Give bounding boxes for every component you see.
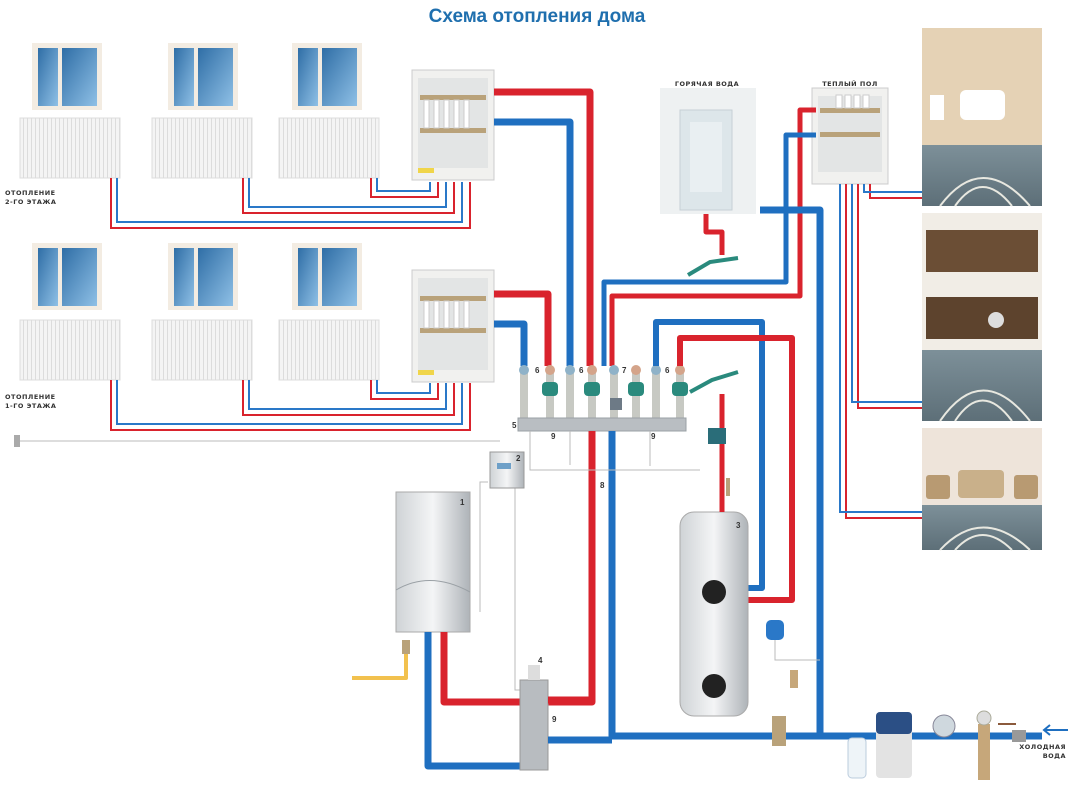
manifold-valve-handle-icon — [689, 370, 739, 394]
hot-water-storage-tank — [679, 511, 749, 717]
floor-2-radiators — [19, 117, 380, 179]
label-8: 8 — [600, 481, 605, 490]
boiler-supply-pipe — [440, 632, 524, 706]
gas-boiler — [395, 491, 471, 633]
floor-heating-return-pipe — [601, 132, 816, 366]
floor-1-pipes — [110, 380, 471, 431]
shower-hot-pipe — [703, 214, 725, 255]
water-meter-icon — [932, 714, 956, 738]
outdoor-sensor-icon — [14, 435, 20, 447]
water-softener-icon — [876, 712, 912, 778]
mixing-valve-icon — [610, 398, 622, 410]
window-icon — [168, 243, 238, 310]
pump-group — [519, 365, 688, 420]
floor-1-label-line1: ОТОПЛЕНИЕ — [5, 393, 56, 401]
main-supply-riser — [524, 431, 596, 706]
recirculation-pump-icon — [708, 428, 726, 444]
tank-valve-icon — [726, 478, 730, 496]
floor-1-windows — [32, 243, 362, 310]
label-9a: 9 — [551, 432, 556, 441]
radiator-icon — [151, 319, 253, 381]
safety-valve-icon — [790, 670, 798, 688]
room-image-living-room — [922, 428, 1042, 551]
label-1: 1 — [460, 498, 465, 507]
floor-1-return-pipe — [494, 320, 528, 366]
expansion-vessel-line — [774, 640, 820, 661]
expansion-vessel-icon — [766, 620, 784, 640]
label-6c: 6 — [665, 366, 670, 375]
radiator-icon — [19, 117, 121, 179]
radiator-icon — [278, 117, 380, 179]
floor-1-label-line2: 1-ГО ЭТАЖА — [5, 402, 56, 410]
label-9c: 9 — [552, 715, 557, 724]
room-image-bathroom — [922, 28, 1042, 207]
floor-2-return-pipe — [494, 118, 574, 366]
radiator-icon — [19, 319, 121, 381]
floor-2-windows — [32, 43, 362, 110]
window-icon — [32, 43, 102, 110]
ball-valve-icon[interactable] — [998, 723, 1026, 742]
flow-arrow-icon — [1042, 724, 1068, 736]
floor-1-manifold-cabinet — [411, 269, 495, 383]
cold-water-label-line2: ВОДА — [1043, 752, 1066, 760]
shower-cabin-image — [660, 88, 756, 214]
window-icon — [168, 43, 238, 110]
floor-2-label-line2: 2-ГО ЭТАЖА — [5, 198, 56, 206]
room-image-kitchen — [922, 213, 1042, 422]
shower-valve-icon — [686, 256, 739, 277]
gas-supply-pipe — [352, 640, 408, 680]
floor-1-radiators — [19, 319, 380, 381]
radiator-icon — [278, 319, 380, 381]
floor-heating-room-pipes — [839, 184, 922, 519]
gas-valve-icon — [402, 640, 410, 654]
floor-1-supply-pipe — [494, 290, 552, 366]
cold-water-label-line1: ХОЛОДНАЯ — [1019, 743, 1066, 751]
label-6a: 6 — [535, 366, 540, 375]
floor-heating-label: ТЕПЛЫЙ ПОЛ — [822, 79, 878, 88]
label-5: 5 — [512, 421, 517, 430]
diagram-title: Схема отопления дома — [429, 6, 646, 27]
floor-2-label-line1: ОТОПЛЕНИЕ — [5, 189, 56, 197]
coarse-filter-icon — [976, 710, 992, 780]
water-filter-icon — [847, 737, 867, 779]
label-4: 4 — [538, 656, 543, 665]
circulation-pump-icon — [542, 382, 688, 396]
label-2: 2 — [516, 454, 521, 463]
radiator-icon — [151, 117, 253, 179]
hot-water-label: ГОРЯЧАЯ ВОДА — [675, 80, 739, 88]
label-9b: 9 — [651, 432, 656, 441]
floor-2-pipes — [110, 178, 471, 229]
floor-heating-manifold-cabinet — [811, 87, 889, 185]
controller-unit[interactable] — [489, 451, 525, 489]
pressure-reducer-icon — [772, 716, 786, 746]
floor-2-supply-pipe — [494, 88, 594, 366]
hydraulic-manifold — [517, 417, 687, 432]
window-icon — [292, 243, 362, 310]
boiler-return-pipe — [424, 632, 524, 770]
hydraulic-separator — [519, 665, 549, 771]
label-7: 7 — [622, 366, 627, 375]
tank-coil-return-pipe — [653, 319, 765, 591]
window-icon — [292, 43, 362, 110]
label-6b: 6 — [579, 366, 584, 375]
floor-heating-supply-pipe — [609, 107, 816, 366]
floor-2-manifold-cabinet — [411, 69, 495, 181]
label-3: 3 — [736, 521, 741, 530]
tank-coil-supply-pipe — [677, 335, 795, 603]
window-icon — [32, 243, 102, 310]
